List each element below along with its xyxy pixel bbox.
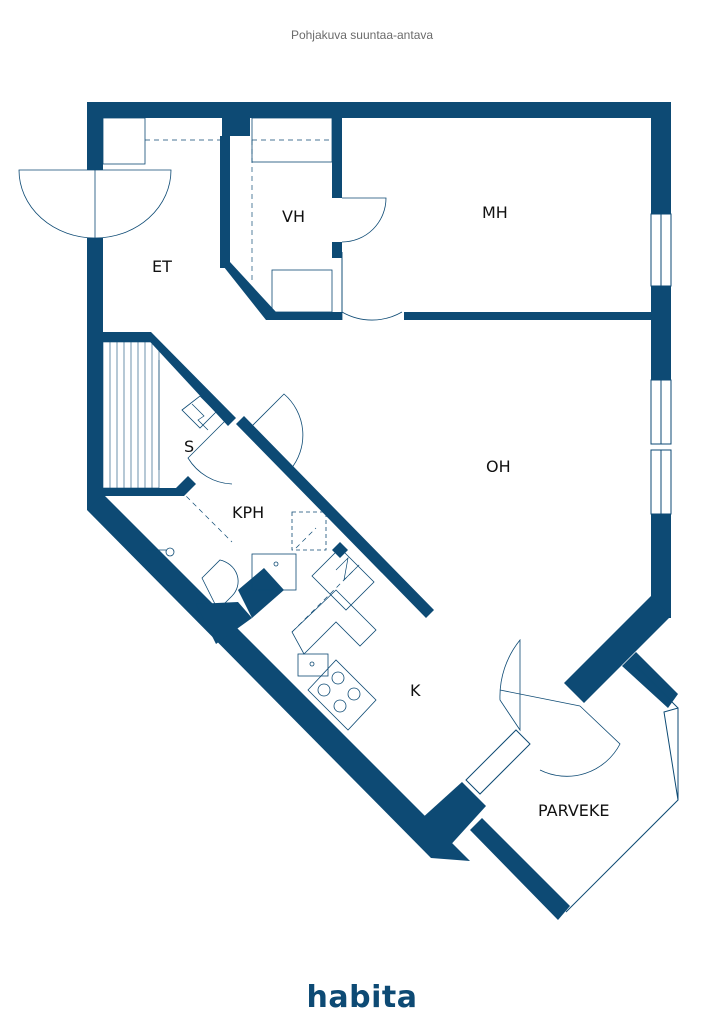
vh-left-wall	[220, 136, 230, 268]
doors	[18, 169, 621, 777]
kph-door	[245, 393, 304, 471]
right-wall-3	[651, 514, 671, 618]
left-wall-upper	[87, 102, 103, 170]
entrance-door-left	[18, 169, 96, 239]
vh-mh-divider-mid	[332, 242, 342, 258]
vh-top-block	[222, 102, 250, 136]
kitchen-fridge	[311, 547, 375, 611]
label-s: S	[184, 437, 194, 456]
kitchen-sink	[297, 653, 329, 677]
label-mh: MH	[482, 203, 508, 222]
wall-k-corner	[420, 782, 486, 850]
kph-bottom-block	[238, 568, 284, 618]
diag-wall-southwest	[87, 494, 470, 861]
sauna-bench	[102, 341, 160, 489]
right-wall-2	[651, 286, 671, 380]
vh-door	[341, 197, 387, 243]
label-vh: VH	[282, 207, 305, 226]
right-wall-1	[651, 102, 671, 214]
label-parveke: PARVEKE	[538, 801, 609, 820]
kph-k-diag-wall	[236, 416, 434, 618]
top-wall	[87, 102, 671, 118]
washbasin	[251, 553, 297, 591]
mh-door	[341, 252, 403, 321]
vh-mh-divider-top	[332, 102, 342, 198]
vh-wardrobe-top	[251, 117, 333, 163]
label-et: ET	[152, 257, 172, 276]
wall-block-bath	[196, 602, 252, 644]
interior-walls	[103, 102, 671, 618]
shower-area	[291, 511, 327, 551]
room-labels: ET VH MH S KPH OH K PARVEKE	[152, 203, 609, 820]
kph-k-nub	[332, 542, 348, 558]
plan-caption: Pohjakuva suuntaa-antava	[290, 28, 434, 42]
fixtures	[102, 117, 679, 913]
entrance-door-right	[94, 169, 172, 239]
balcony-wall-bottom	[470, 818, 570, 920]
kitchen-counter	[291, 589, 377, 655]
windows	[465, 213, 679, 801]
sauna-top-wall	[103, 332, 151, 342]
diag-wall-oh	[564, 596, 671, 703]
habita-logo: habita	[306, 980, 418, 1015]
sauna-bottom-wall	[103, 476, 196, 496]
walls	[87, 102, 678, 920]
balcony-door-frame	[465, 729, 531, 795]
sauna-diag-wall	[141, 332, 236, 426]
shower-head	[165, 547, 175, 557]
balcony-door-a	[499, 638, 521, 732]
mh-bottom-wall	[404, 312, 671, 320]
balcony-railing	[565, 665, 679, 913]
vh-diag-wall	[220, 262, 276, 320]
vh-wardrobe-bottom	[271, 269, 333, 313]
sauna-stove	[181, 395, 217, 429]
label-oh: OH	[486, 457, 511, 476]
left-wall-lower	[87, 238, 103, 510]
sauna-door	[187, 419, 233, 485]
label-kph: KPH	[232, 503, 264, 522]
toilet	[201, 559, 239, 611]
vh-bottom-wall	[266, 312, 342, 320]
dashed-lines	[145, 139, 361, 633]
label-k: K	[410, 681, 421, 700]
kitchen-stove	[307, 659, 377, 731]
balcony-door-b	[539, 705, 621, 777]
et-closet	[102, 117, 146, 165]
